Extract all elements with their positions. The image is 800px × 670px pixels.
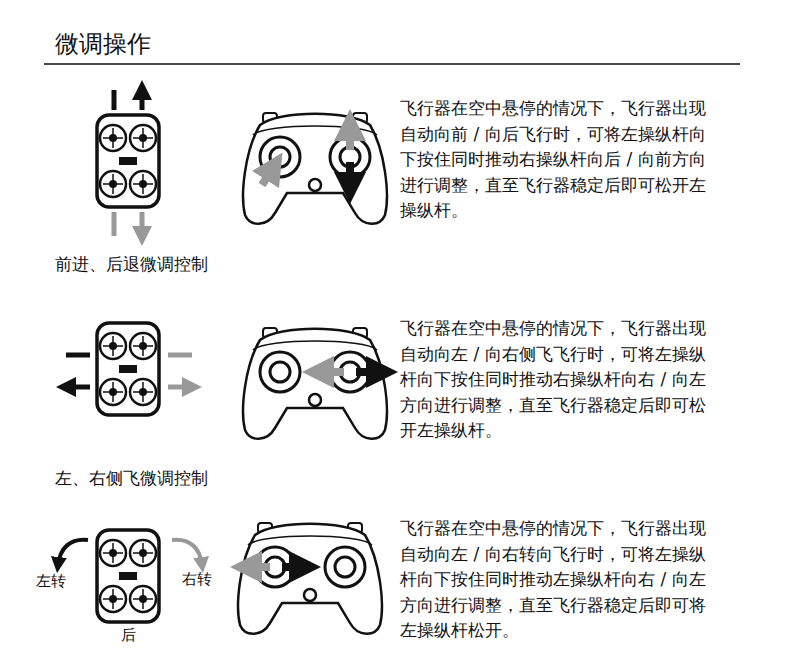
direction-label: 左转 <box>36 570 96 593</box>
direction-label: 右转 <box>182 568 242 591</box>
instruction-text: 飞行器在空中悬停的情况下，飞行器出现自动向前 / 向后飞行时，可将左操纵杆向下按… <box>400 96 712 224</box>
figure-caption: 前进、后退微调控制 <box>55 252 275 278</box>
instruction-text: 飞行器在空中悬停的情况下，飞行器出现自动向左 / 向右转向飞行时，可将左操纵杆向… <box>400 516 712 644</box>
page-title: 微调操作 <box>55 26 255 62</box>
figure-caption: 左、右侧飞微调控制 <box>55 466 275 492</box>
direction-label: 后 <box>121 624 151 647</box>
instruction-text: 飞行器在空中悬停的情况下，飞行器出现自动向左 / 向右侧飞飞行时，可将左操纵杆向… <box>400 316 712 444</box>
